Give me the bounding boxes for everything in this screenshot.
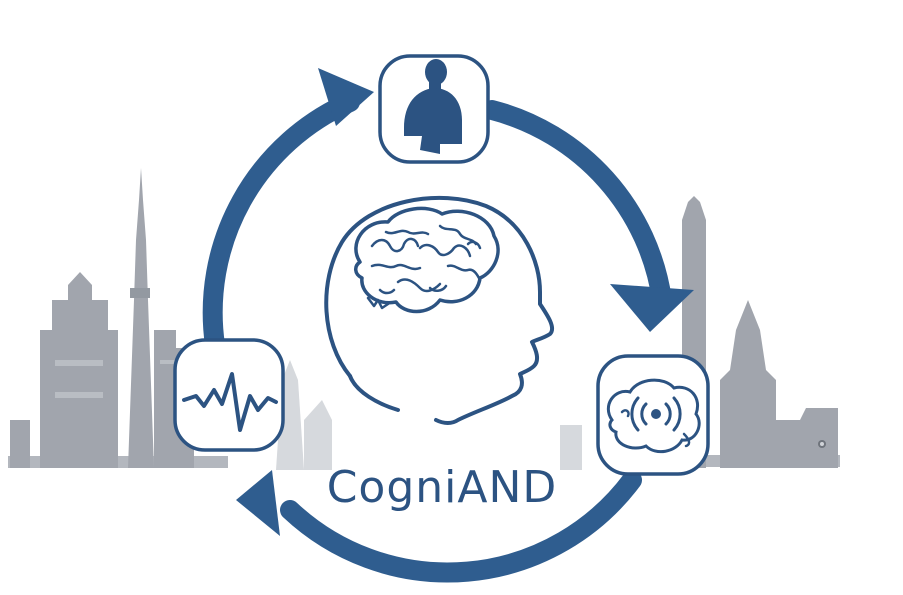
arrowhead-bottom-left (236, 470, 280, 536)
center-label: CogniAND (327, 462, 558, 513)
head-with-brain-icon (324, 195, 555, 425)
arrowhead-top-left (318, 68, 374, 126)
arrowhead-right (610, 284, 694, 332)
skyline-right-faint (560, 425, 582, 470)
arrow-arc-bottom (280, 470, 642, 583)
node-brain-signal (596, 354, 710, 476)
person-silhouette-icon (404, 59, 462, 154)
skyline-right (682, 196, 840, 468)
waveform-icon (182, 372, 278, 432)
cycle-arrows (202, 92, 672, 583)
brain-signal-icon (606, 378, 701, 454)
arrow-arc-right (482, 100, 672, 310)
node-waveform (173, 338, 285, 452)
arrow-arc-left (202, 92, 360, 355)
node-person (378, 54, 490, 164)
arrow-heads (236, 68, 694, 536)
